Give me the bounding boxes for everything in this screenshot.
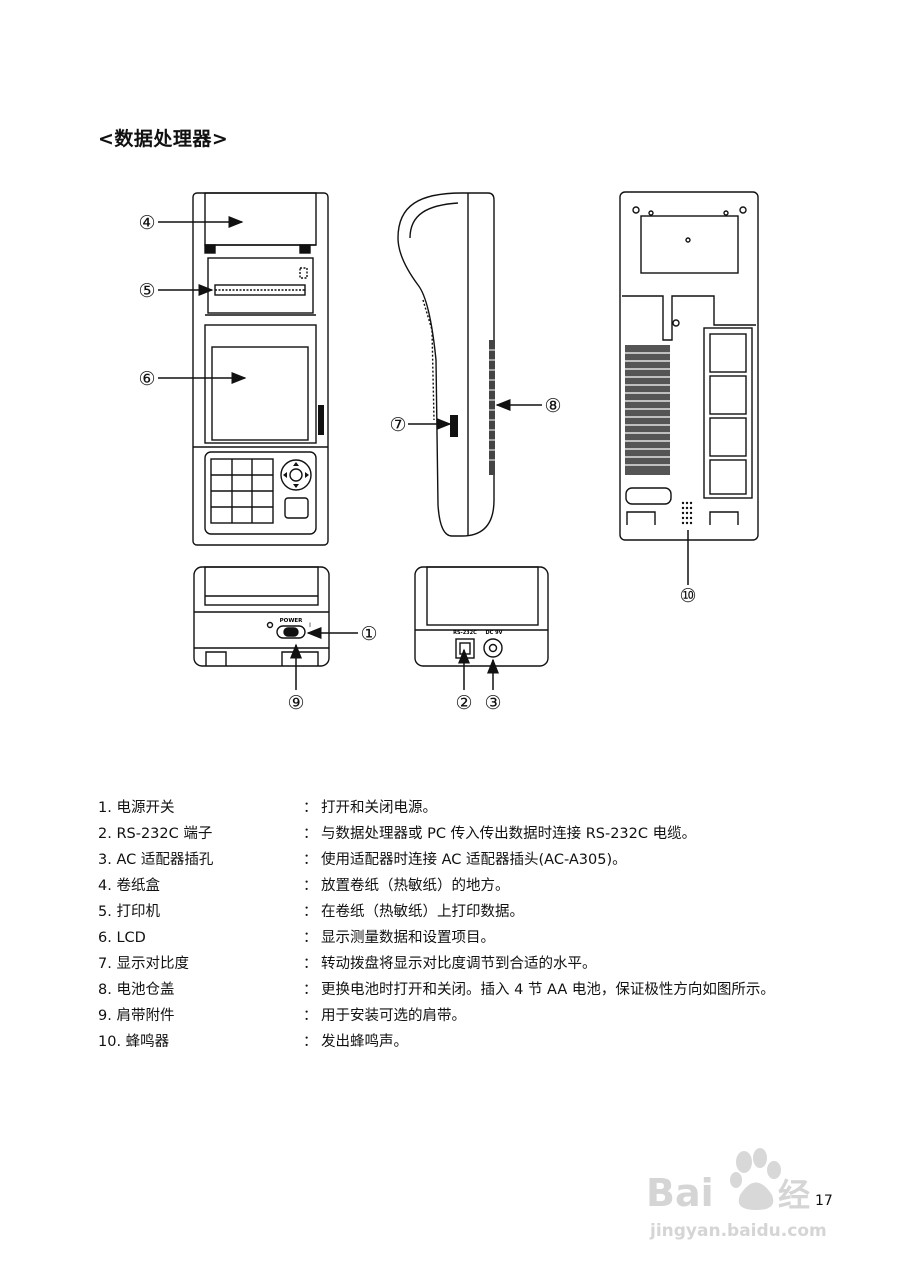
item-colon: ：	[303, 956, 318, 972]
item-colon: ：	[303, 982, 318, 998]
callout-1: ①	[360, 623, 377, 645]
item-colon: ：	[303, 930, 318, 946]
rs232c-label: RS-232C	[453, 630, 477, 636]
callout-7: ⑦	[389, 414, 406, 436]
on-mark: I	[309, 622, 311, 629]
page-number: 17	[815, 1193, 833, 1209]
keypad	[210, 458, 274, 524]
svg-text:经: 经	[778, 1176, 810, 1214]
item-name: 4. 卷纸盒	[98, 878, 160, 894]
item-desc: 显示测量数据和设置项目。	[321, 930, 495, 946]
item-colon: ：	[303, 826, 318, 842]
list-item: 5. 打印机 ： 在卷纸（热敏纸）上打印数据。	[98, 899, 838, 925]
callout-5: ⑤	[138, 280, 155, 302]
bottom-view-left	[193, 566, 330, 667]
item-name: 2. RS-232C 端子	[98, 826, 213, 842]
page-heading: <数据处理器>	[98, 128, 229, 150]
item-desc: 与数据处理器或 PC 传入传出数据时连接 RS-232C 电缆。	[321, 826, 697, 842]
item-desc: 发出蜂鸣声。	[321, 1034, 408, 1050]
item-name: 1. 电源开关	[98, 800, 175, 816]
list-item: 9. 肩带附件 ： 用于安装可选的肩带。	[98, 1003, 838, 1029]
callout-3: ③	[484, 692, 501, 714]
list-item: 4. 卷纸盒 ： 放置卷纸（热敏纸）的地方。	[98, 873, 838, 899]
callout-4: ④	[138, 212, 155, 234]
item-colon: ：	[303, 1034, 318, 1050]
front-view	[192, 192, 329, 546]
component-list: 1. 电源开关 ： 打开和关闭电源。 2. RS-232C 端子 ： 与数据处理…	[98, 795, 838, 1055]
list-item: 3. AC 适配器插孔 ： 使用适配器时连接 AC 适配器插头(AC-A305)…	[98, 847, 838, 873]
item-desc: 更换电池时打开和关闭。插入 4 节 AA 电池，保证极性方向如图所示。	[321, 982, 775, 998]
battery-compartment	[703, 327, 753, 499]
data-processor-figure: POWER I RS-232C DC 9V ④ ⑤ ⑥ ⑦ ⑧ ① ⑨ ② ③ …	[138, 191, 759, 714]
list-item: 7. 显示对比度 ： 转动拨盘将显示对比度调节到合适的水平。	[98, 951, 838, 977]
back-view	[619, 191, 759, 541]
list-item: 2. RS-232C 端子 ： 与数据处理器或 PC 传入传出数据时连接 RS-…	[98, 821, 838, 847]
list-item: 1. 电源开关 ： 打开和关闭电源。	[98, 795, 838, 821]
callout-9: ⑨	[287, 692, 304, 714]
callout-10: ⑩	[679, 585, 696, 607]
item-name: 7. 显示对比度	[98, 956, 189, 972]
item-name: 6. LCD	[98, 930, 146, 946]
item-desc: 用于安装可选的肩带。	[321, 1008, 466, 1024]
item-colon: ：	[303, 800, 318, 816]
list-item: 6. LCD ： 显示测量数据和设置项目。	[98, 925, 838, 951]
callout-6: ⑥	[138, 368, 155, 390]
svg-text:Bai: Bai	[646, 1171, 714, 1215]
svg-text:jingyan.baidu.com: jingyan.baidu.com	[649, 1221, 827, 1241]
baidu-watermark-logo: Bai 经 jingyan.baidu.com	[646, 1148, 827, 1241]
item-colon: ：	[303, 878, 318, 894]
callout-arrows	[158, 216, 689, 690]
item-colon: ：	[303, 1008, 318, 1024]
side-view	[397, 192, 495, 537]
item-colon: ：	[303, 852, 318, 868]
callout-2: ②	[455, 692, 472, 714]
callout-8: ⑧	[544, 395, 561, 417]
item-name: 9. 肩带附件	[98, 1008, 175, 1024]
power-label: POWER	[280, 618, 304, 624]
buzzer-holes	[681, 501, 693, 525]
item-desc: 在卷纸（热敏纸）上打印数据。	[321, 904, 524, 920]
dc-label: DC 9V	[486, 630, 503, 636]
item-name: 8. 电池仓盖	[98, 982, 175, 998]
item-desc: 放置卷纸（热敏纸）的地方。	[321, 878, 510, 894]
item-desc: 转动拨盘将显示对比度调节到合适的水平。	[321, 956, 597, 972]
bottom-view-right	[414, 566, 549, 667]
list-item: 8. 电池仓盖 ： 更换电池时打开和关闭。插入 4 节 AA 电池，保证极性方向…	[98, 977, 838, 1003]
item-colon: ：	[303, 904, 318, 920]
item-name: 3. AC 适配器插孔	[98, 852, 214, 868]
item-name: 5. 打印机	[98, 904, 160, 920]
list-item: 10. 蜂鸣器 ： 发出蜂鸣声。	[98, 1029, 838, 1055]
item-desc: 打开和关闭电源。	[321, 800, 437, 816]
vent-slots	[625, 345, 670, 475]
item-name: 10. 蜂鸣器	[98, 1034, 170, 1050]
item-desc: 使用适配器时连接 AC 适配器插头(AC-A305)。	[321, 852, 627, 868]
